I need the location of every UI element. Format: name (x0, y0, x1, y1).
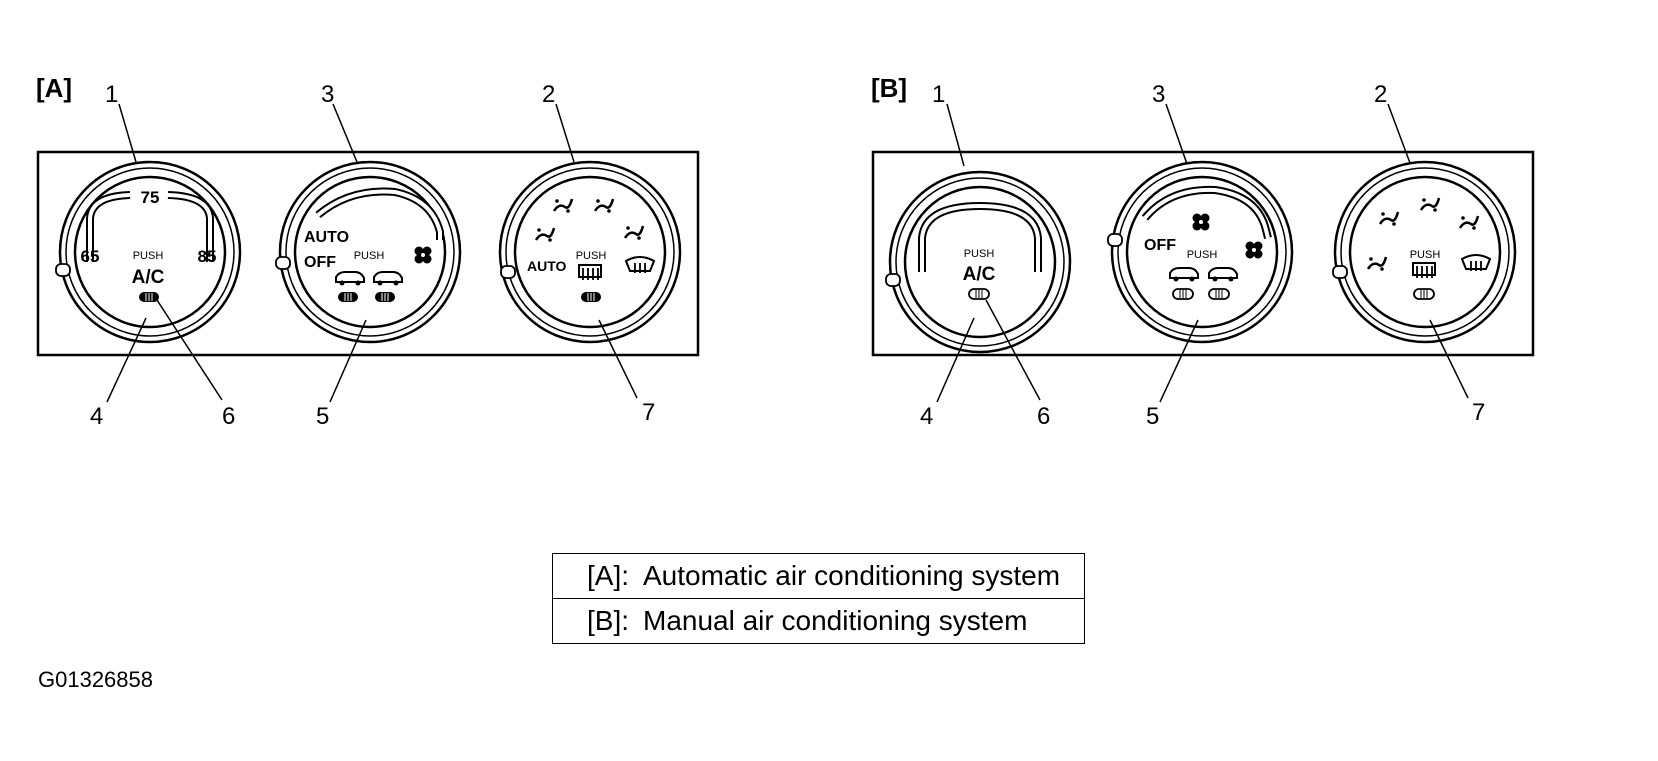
panel-b-tag: [B] (871, 73, 907, 103)
fan-high-icon (1245, 241, 1263, 259)
legend-value: Automatic air conditioning system (633, 553, 1086, 599)
figure-id: G01326858 (38, 667, 153, 692)
legend-value: Manual air conditioning system (633, 598, 1086, 644)
push-label: PUSH (576, 250, 607, 262)
legend-row: [B]: Manual air conditioning system (552, 598, 1086, 644)
callout-4: 4 (920, 403, 933, 430)
auto-label: AUTO (527, 258, 567, 274)
recirculation-indicator-light (374, 291, 396, 303)
temperature-knob[interactable]: 75 65 85 PUSH A/C (55, 160, 242, 344)
callout-2: 2 (542, 81, 555, 108)
push-label: PUSH (964, 248, 995, 260)
callout-7: 7 (642, 399, 655, 426)
push-label: PUSH (133, 250, 164, 262)
ac-label: A/C (963, 264, 996, 285)
ac-label: A/C (132, 267, 165, 288)
panel-a-tag: [A] (36, 73, 72, 103)
callouts-a: 1 3 2 4 6 5 7 (90, 81, 655, 430)
knob-pointer-mark (1107, 233, 1123, 247)
knob-pointer-mark (275, 256, 291, 270)
knob-pointer-mark (885, 273, 901, 287)
push-label: PUSH (1187, 249, 1218, 261)
auto-label: AUTO (304, 229, 349, 246)
fresh-air-indicator-light (337, 291, 359, 303)
fan-speed-knob[interactable]: AUTO OFF PUSH (275, 160, 462, 344)
callout-1: 1 (105, 81, 118, 108)
recirculation-indicator-light (1208, 288, 1230, 300)
callout-2: 2 (1374, 81, 1387, 108)
callout-4: 4 (90, 403, 103, 430)
fan-speed-knob[interactable]: OFF PUSH (1107, 160, 1294, 344)
fan-icon (414, 246, 432, 264)
ac-indicator-light (138, 291, 160, 303)
knob-pointer-mark (1332, 265, 1348, 279)
push-label: PUSH (354, 250, 385, 262)
temp-label-65: 65 (81, 247, 100, 266)
mode-knob[interactable]: AUTO PUSH (498, 160, 682, 344)
panel-a: [A] 75 65 85 PUSH A/C AUTO (36, 73, 700, 430)
legend-key: [B]: (552, 598, 633, 644)
fan-low-icon (1192, 213, 1210, 231)
off-label: OFF (304, 254, 336, 271)
callout-1: 1 (932, 81, 945, 108)
rear-defrost-indicator-light (580, 291, 602, 303)
callout-6: 6 (1037, 403, 1050, 430)
rear-defrost-indicator-light (1413, 288, 1435, 300)
temp-label-85: 85 (198, 247, 217, 266)
fresh-air-indicator-light (1172, 288, 1194, 300)
callout-3: 3 (321, 81, 334, 108)
callout-7: 7 (1472, 399, 1485, 426)
legend-row: [A]: Automatic air conditioning system (552, 553, 1086, 599)
legend-table: [A]: Automatic air conditioning system [… (552, 553, 1086, 644)
callout-3: 3 (1152, 81, 1165, 108)
push-label: PUSH (1410, 249, 1441, 261)
temp-label-75: 75 (141, 188, 160, 207)
mode-knob[interactable]: PUSH (1332, 160, 1517, 344)
callouts-b: 1 3 2 4 6 5 7 (920, 81, 1485, 430)
knob-pointer-mark (55, 263, 71, 277)
ac-indicator-light (968, 288, 990, 300)
legend-key: [A]: (552, 553, 633, 599)
panel-b: [B] PUSH A/C OFF PUSH (871, 73, 1535, 430)
callout-5: 5 (316, 403, 329, 430)
off-label: OFF (1144, 237, 1176, 254)
knob-pointer-mark (500, 265, 516, 279)
callout-5: 5 (1146, 403, 1159, 430)
temperature-knob[interactable]: PUSH A/C (885, 170, 1072, 354)
callout-6: 6 (222, 403, 235, 430)
